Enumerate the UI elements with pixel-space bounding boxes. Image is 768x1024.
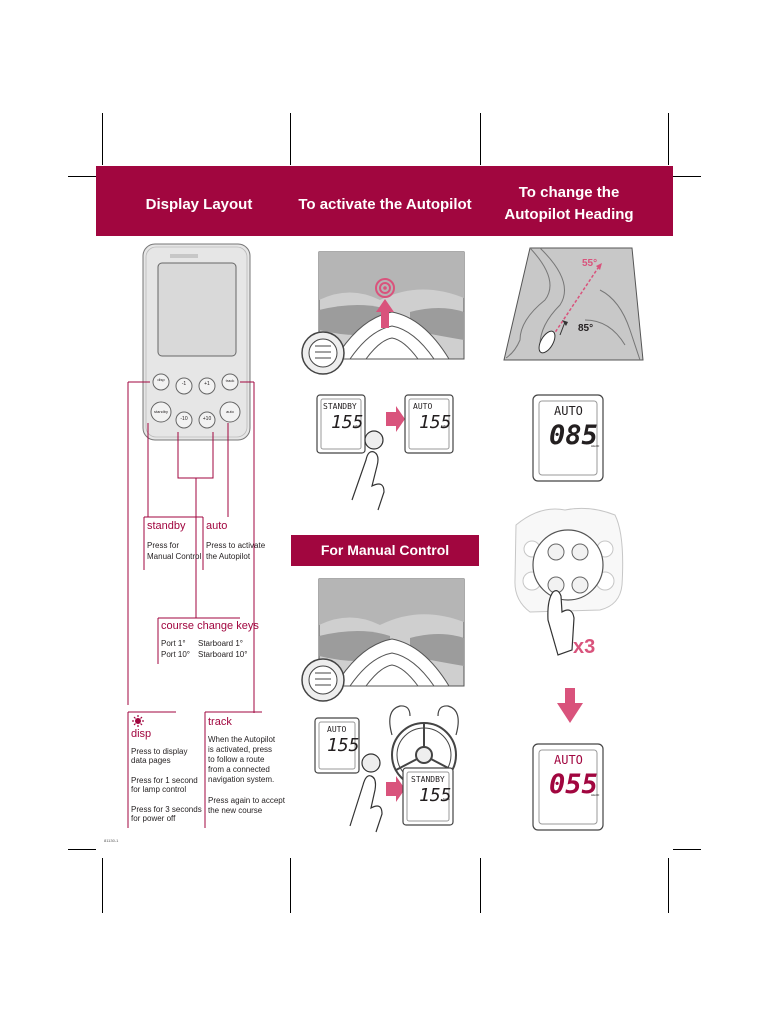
device-key-auto[interactable]: auto [226, 409, 234, 414]
lcd-manual-standby-value: 155 [419, 785, 452, 806]
lcd-heading-085-value: 085 [549, 420, 598, 451]
crop-mark [290, 858, 291, 913]
keypad-highlight [532, 529, 604, 601]
crop-mark [68, 176, 96, 177]
angle-85: 85° [578, 323, 594, 334]
lcd-standby [316, 394, 366, 454]
lcd-standby-value: 155 [331, 412, 364, 433]
lcd-auto-value: 155 [419, 412, 452, 433]
scene-manual [301, 578, 465, 702]
standby-desc-1: Press for [147, 541, 180, 550]
disp-desc-3a: Press for 3 seconds [131, 805, 202, 814]
lcd-heading-055 [532, 743, 604, 831]
disp-desc-1b: data pages [131, 756, 171, 765]
track-desc-1: When the Autopilot [208, 735, 276, 744]
device-key-plus10[interactable]: +10 [202, 416, 212, 422]
autopilot-device [142, 243, 251, 441]
auto-title: auto [206, 520, 228, 532]
lcd-heading-085-unit: HEAD [591, 444, 600, 448]
header-band [96, 166, 673, 236]
doc-code: 81130-1 [104, 838, 119, 843]
hand-press-auto [351, 430, 385, 511]
lcd-heading-055-mode: AUTO [554, 753, 583, 767]
track-desc-2: is activated, press [208, 745, 273, 754]
scene-activate [301, 251, 465, 375]
crop-mark [102, 858, 103, 913]
crop-mark [668, 858, 669, 913]
lcd-standby-mag: MAG [353, 424, 360, 428]
lcd-auto [404, 394, 454, 454]
track-desc-4: from a connected [208, 765, 270, 774]
lcd-heading-085 [532, 394, 604, 482]
header-change-heading-line1: To change the [518, 184, 620, 201]
device-key-minus1[interactable]: -1 [181, 381, 187, 387]
press-count-x3: x3 [573, 636, 596, 658]
crop-mark [673, 176, 701, 177]
lcd-manual-standby [402, 767, 454, 826]
track-title: track [208, 716, 232, 728]
course-keys-title: course change keys [161, 620, 259, 632]
crop-mark [68, 849, 96, 850]
arrow-right [386, 406, 405, 432]
disp-desc-3b: for power off [131, 814, 176, 823]
track-desc-7: the new course [208, 806, 263, 815]
crop-mark [668, 113, 669, 165]
course-port-1: Port 1° [161, 639, 186, 648]
lcd-heading-085-mode: AUTO [554, 404, 583, 418]
disp-title: disp [131, 728, 152, 740]
crop-mark [673, 849, 701, 850]
hand-press-minus10 [547, 590, 575, 656]
arrow-down [557, 688, 583, 723]
header-change-heading-line2: Autopilot Heading [504, 206, 634, 223]
device-key-plus1[interactable]: +1 [204, 381, 210, 387]
disp-sun-icon [132, 715, 144, 727]
standby-desc-2: Manual Control [147, 552, 202, 561]
angle-55: 55° [582, 258, 598, 269]
disp-desc-2a: Press for 1 second [131, 776, 198, 785]
arrow-right-manual [386, 776, 405, 802]
hand-press-standby [349, 753, 383, 833]
steering-wheel [389, 705, 459, 788]
lcd-manual-auto-value: 155 [327, 735, 360, 756]
auto-desc-1: Press to activate [206, 541, 266, 550]
track-desc-6: Press again to accept [208, 796, 285, 805]
header-manual-control: For Manual Control [291, 535, 479, 566]
device-key-track[interactable]: track [225, 378, 235, 383]
auto-desc-2: the Autopilot [206, 552, 251, 561]
course-port-10: Port 10° [161, 650, 190, 659]
device-key-disp[interactable]: disp [157, 377, 165, 382]
standby-title: standby [147, 520, 186, 532]
device-key-minus10[interactable]: -10 [180, 416, 188, 422]
lcd-standby-mode: STANDBY [323, 402, 357, 411]
crop-mark [102, 113, 103, 165]
disp-desc-1a: Press to display [131, 747, 188, 756]
crop-mark [480, 113, 481, 165]
device-key-standby[interactable]: standby [153, 409, 168, 414]
lcd-manual-standby-mag: MAG [443, 797, 450, 801]
leader-lines [127, 381, 262, 828]
disp-desc-2b: for lamp control [131, 785, 187, 794]
lcd-auto-mag: MAG [441, 424, 448, 428]
lcd-auto-mode: AUTO [413, 402, 433, 411]
lcd-heading-055-unit: HEAD [591, 793, 600, 797]
lcd-manual-auto [314, 717, 360, 774]
lcd-manual-auto-mode: AUTO [327, 725, 347, 734]
header-activate-autopilot: To activate the Autopilot [298, 196, 472, 213]
sea-chart [503, 247, 644, 361]
crop-mark [290, 113, 291, 165]
course-stbd-10: Starboard 10° [198, 650, 248, 659]
track-desc-3: to follow a route [208, 755, 265, 764]
header-display-layout: Display Layout [145, 196, 253, 213]
crop-mark [480, 858, 481, 913]
lcd-manual-standby-mode: STANDBY [411, 775, 445, 784]
lcd-heading-055-value: 055 [549, 769, 598, 800]
course-stbd-1: Starboard 1° [198, 639, 244, 648]
track-desc-5: navigation system. [208, 775, 275, 784]
